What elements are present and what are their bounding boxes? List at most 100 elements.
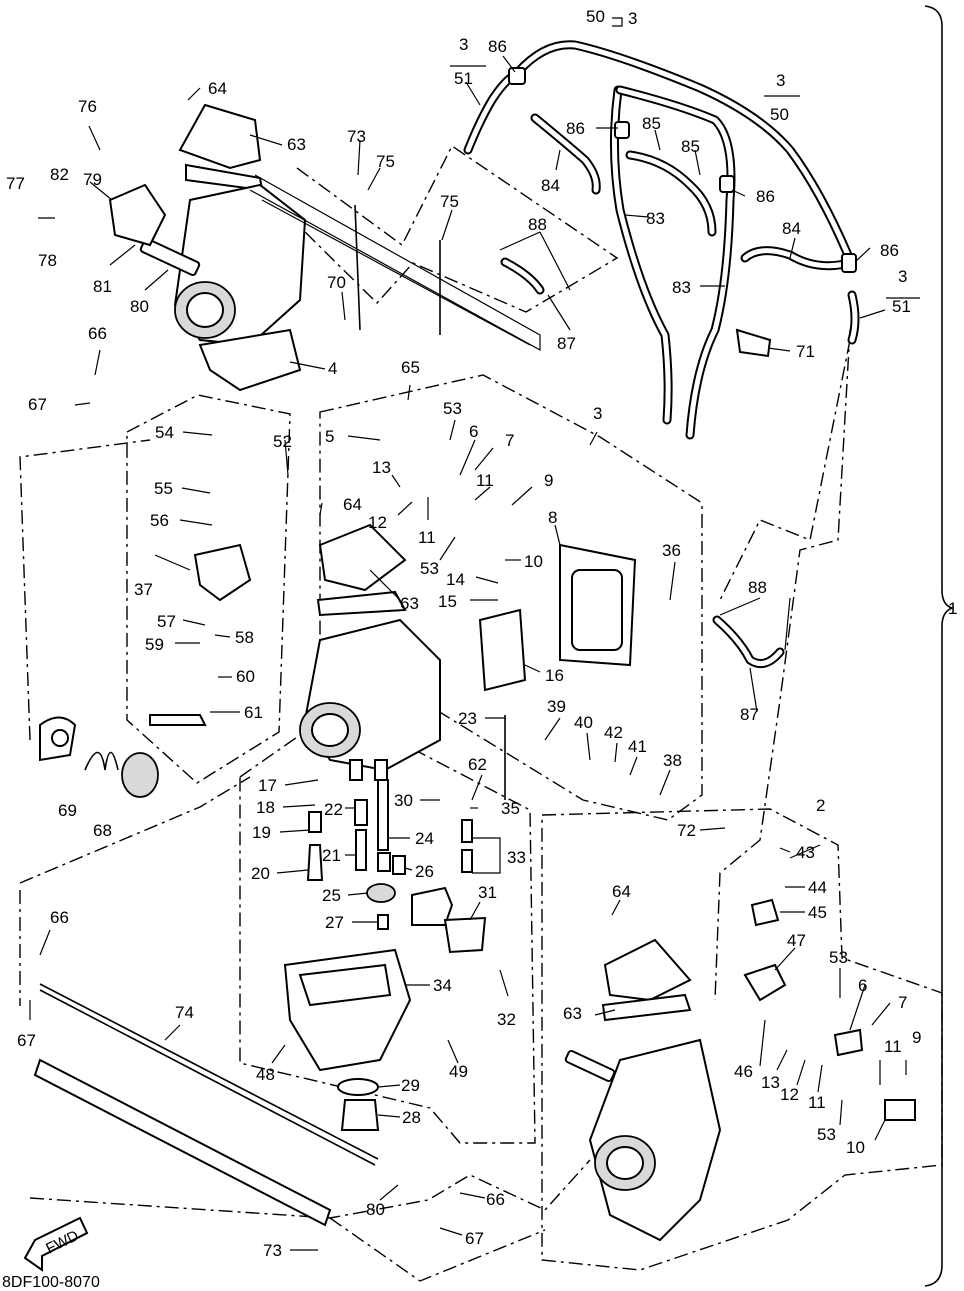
callout-63: 63 (400, 594, 419, 613)
callout-81: 81 (93, 277, 112, 296)
callout-86: 86 (488, 37, 507, 56)
group-bracket (924, 5, 955, 1287)
callout-12: 12 (780, 1085, 799, 1104)
callout-25: 25 (322, 886, 341, 905)
callout-85: 85 (642, 114, 661, 133)
drawing-code: 8DF100-8070 (2, 1274, 100, 1291)
callout-11: 11 (418, 528, 436, 547)
callout-69: 69 (58, 801, 77, 820)
callout-11: 11 (476, 471, 494, 490)
assembly-outlines (19, 144, 943, 1282)
callout-41: 41 (628, 737, 647, 756)
callout-39: 39 (547, 697, 566, 716)
callout-85: 85 (681, 137, 700, 156)
callout-72: 72 (677, 821, 696, 840)
carburetor-bottom (564, 898, 916, 1242)
callout-26: 26 (415, 862, 434, 881)
callout-73: 73 (347, 127, 366, 146)
callout-9: 9 (912, 1028, 921, 1047)
group-number: 1 (948, 599, 957, 618)
callout-22: 22 (324, 800, 343, 819)
rods-rails (33, 204, 506, 1227)
callout-7: 7 (898, 993, 907, 1012)
callout-64: 64 (208, 79, 227, 98)
callout-47: 47 (787, 931, 806, 950)
callout-3: 3 (898, 267, 907, 286)
callout-83: 83 (646, 209, 665, 228)
callout-35: 35 (501, 799, 520, 818)
callout-53: 53 (829, 948, 848, 967)
callout-24: 24 (415, 829, 434, 848)
callout-3: 3 (628, 9, 637, 28)
callout-2: 2 (816, 796, 825, 815)
callout-9: 9 (544, 471, 553, 490)
callout-66: 66 (50, 908, 69, 927)
callout-51: 51 (892, 297, 911, 316)
callout-74: 74 (175, 1003, 194, 1022)
callout-6: 6 (469, 422, 478, 441)
callout-53: 53 (817, 1125, 836, 1144)
callout-86: 86 (880, 241, 899, 260)
callout-28: 28 (402, 1108, 421, 1127)
callout-23: 23 (458, 709, 477, 728)
callout-10: 10 (524, 552, 543, 571)
carburetor-middle (39, 523, 637, 798)
callout-5: 5 (325, 427, 334, 446)
callout-38: 38 (663, 751, 682, 770)
callout-11: 11 (808, 1093, 826, 1112)
callout-10: 10 (846, 1138, 865, 1157)
callout-76: 76 (78, 97, 97, 116)
callout-4: 4 (328, 359, 337, 378)
callout-29: 29 (401, 1076, 420, 1095)
callout-80: 80 (130, 297, 149, 316)
callout-86: 86 (756, 187, 775, 206)
callout-67: 67 (465, 1229, 484, 1248)
callout-70: 70 (327, 273, 346, 292)
callout-66: 66 (88, 324, 107, 343)
callout-15: 15 (438, 592, 457, 611)
callout-19: 19 (252, 823, 271, 842)
callout-79: 79 (83, 170, 102, 189)
callout-14: 14 (446, 570, 465, 589)
callout-46: 46 (734, 1062, 753, 1081)
callout-77: 77 (6, 174, 25, 193)
callout-64: 64 (343, 495, 362, 514)
callout-52: 52 (273, 432, 292, 451)
callout-42: 42 (604, 723, 623, 742)
callout-61: 61 (244, 703, 263, 722)
callout-88: 88 (748, 578, 767, 597)
callout-64: 64 (612, 882, 631, 901)
callout-3: 3 (459, 35, 468, 54)
callout-8: 8 (548, 508, 557, 527)
callout-7: 7 (505, 431, 514, 450)
callout-84: 84 (541, 176, 560, 195)
callout-13: 13 (372, 458, 391, 477)
callout-31: 31 (478, 883, 497, 902)
callout-17: 17 (258, 776, 277, 795)
callout-13: 13 (761, 1073, 780, 1092)
callout-3: 3 (593, 404, 602, 423)
callout-59: 59 (145, 635, 164, 654)
callout-50: 50 (586, 7, 605, 26)
callout-49: 49 (449, 1062, 468, 1081)
hose-assembly (463, 40, 860, 669)
callout-45: 45 (808, 903, 827, 922)
callout-75: 75 (440, 192, 459, 211)
callout-80: 80 (366, 1200, 385, 1219)
callout-11: 11 (884, 1037, 902, 1056)
callout-44: 44 (808, 878, 827, 897)
callout-67: 67 (28, 395, 47, 414)
callout-3: 3 (776, 71, 785, 90)
callout-68: 68 (93, 821, 112, 840)
callout-60: 60 (236, 667, 255, 686)
callout-53: 53 (443, 399, 462, 418)
callout-20: 20 (251, 864, 270, 883)
callout-18: 18 (256, 798, 275, 817)
callout-73: 73 (263, 1241, 282, 1260)
callout-86: 86 (566, 119, 585, 138)
callout-87: 87 (740, 705, 759, 724)
callout-83: 83 (672, 278, 691, 297)
fwd-arrow-icon: FWD (23, 1216, 89, 1272)
callout-65: 65 (401, 358, 420, 377)
